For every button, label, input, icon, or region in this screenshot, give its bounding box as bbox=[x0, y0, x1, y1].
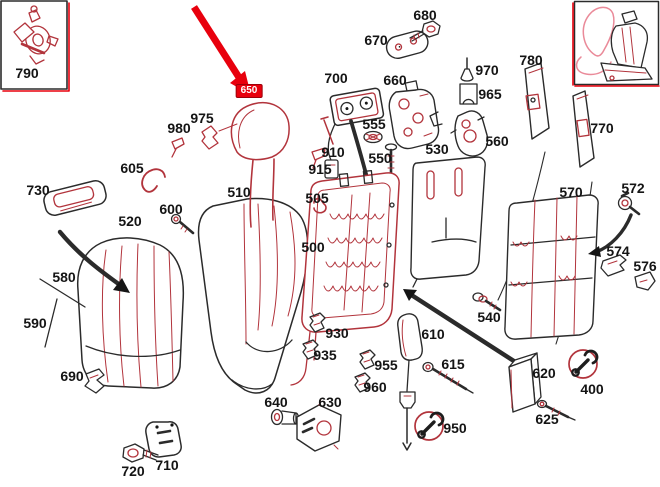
part-drawing-955[interactable] bbox=[359, 349, 376, 370]
part-label-620[interactable]: 620 bbox=[532, 365, 556, 381]
inset-part-790-box[interactable] bbox=[0, 0, 70, 92]
part-label-574[interactable]: 574 bbox=[606, 243, 630, 259]
part-label-670[interactable]: 670 bbox=[364, 32, 388, 48]
part-label-560[interactable]: 560 bbox=[485, 133, 509, 149]
part-drawing-505[interactable] bbox=[313, 197, 327, 214]
part-drawing-510[interactable] bbox=[197, 197, 309, 394]
part-drawing-965[interactable] bbox=[459, 83, 478, 105]
part-label-980[interactable]: 980 bbox=[167, 120, 191, 136]
part-drawing-970[interactable] bbox=[460, 57, 474, 82]
pointer-line-580 bbox=[39, 278, 86, 308]
part-label-915[interactable]: 915 bbox=[308, 161, 332, 177]
part-drawing-500-frame[interactable] bbox=[290, 169, 400, 386]
part-drawing-650-headrest[interactable] bbox=[230, 102, 290, 228]
part-label-640[interactable]: 640 bbox=[264, 394, 288, 410]
part-label-510[interactable]: 510 bbox=[227, 184, 251, 200]
part-label-520[interactable]: 520 bbox=[118, 213, 142, 229]
part-drawing-600[interactable] bbox=[170, 213, 195, 235]
part-label-935[interactable]: 935 bbox=[313, 347, 337, 363]
part-label-505[interactable]: 505 bbox=[305, 190, 329, 206]
part-drawing-520[interactable] bbox=[76, 237, 185, 389]
callout-arrow-570 bbox=[588, 213, 633, 257]
part-label-650[interactable]: 650 bbox=[235, 84, 263, 98]
part-drawing-555[interactable] bbox=[363, 130, 383, 144]
part-drawing-770[interactable] bbox=[572, 90, 595, 168]
part-label-910[interactable]: 910 bbox=[321, 144, 345, 160]
part-label-950[interactable]: 950 bbox=[443, 420, 467, 436]
part-label-610[interactable]: 610 bbox=[421, 326, 445, 342]
part-label-500[interactable]: 500 bbox=[301, 239, 325, 255]
part-label-550[interactable]: 550 bbox=[368, 150, 392, 166]
part-label-576[interactable]: 576 bbox=[633, 258, 657, 274]
wrench-icon-950[interactable] bbox=[413, 410, 445, 442]
part-label-660[interactable]: 660 bbox=[383, 72, 407, 88]
part-label-605[interactable]: 605 bbox=[120, 160, 144, 176]
part-label-625[interactable]: 625 bbox=[535, 411, 559, 427]
red-callout-arrow bbox=[191, 5, 251, 95]
seat-overview-thumbnail bbox=[575, 6, 653, 82]
part-drawing-700[interactable] bbox=[324, 87, 385, 179]
part-label-710[interactable]: 710 bbox=[155, 457, 179, 473]
part-label-400[interactable]: 400 bbox=[580, 381, 604, 397]
part-label-590[interactable]: 590 bbox=[23, 315, 47, 331]
part-label-960[interactable]: 960 bbox=[363, 379, 387, 395]
part-label-690[interactable]: 690 bbox=[60, 368, 84, 384]
part-label-555[interactable]: 555 bbox=[362, 116, 386, 132]
pointer-line-590 bbox=[44, 298, 58, 348]
part-drawing-915[interactable] bbox=[311, 147, 326, 169]
part-drawing-910[interactable] bbox=[320, 116, 334, 145]
callout-arrow-730 bbox=[57, 229, 130, 293]
part-drawing-574[interactable] bbox=[600, 254, 627, 277]
part-drawing-540[interactable] bbox=[472, 292, 502, 312]
part-drawing-610[interactable] bbox=[397, 313, 423, 451]
part-label-630[interactable]: 630 bbox=[318, 394, 342, 410]
part-label-930[interactable]: 930 bbox=[325, 325, 349, 341]
part-label-580[interactable]: 580 bbox=[52, 269, 76, 285]
seat-overview-inset[interactable] bbox=[572, 0, 660, 87]
part-drawing-720[interactable] bbox=[122, 443, 159, 463]
seat-fitting-icon bbox=[13, 5, 59, 65]
part-label-975[interactable]: 975 bbox=[190, 110, 214, 126]
part-label-530[interactable]: 530 bbox=[425, 141, 449, 157]
part-label-730[interactable]: 730 bbox=[26, 182, 50, 198]
part-drawing-530[interactable] bbox=[410, 156, 486, 288]
part-label-570[interactable]: 570 bbox=[559, 184, 583, 200]
part-label-540[interactable]: 540 bbox=[477, 309, 501, 325]
part-drawing-680[interactable] bbox=[409, 20, 441, 42]
part-drawing-620[interactable] bbox=[508, 352, 542, 413]
part-drawing-690[interactable] bbox=[84, 368, 105, 394]
part-drawing-710[interactable] bbox=[145, 421, 182, 458]
part-drawing-605[interactable] bbox=[141, 168, 166, 193]
part-label-780[interactable]: 780 bbox=[519, 52, 543, 68]
part-label-965[interactable]: 965 bbox=[478, 86, 502, 102]
part-drawing-576[interactable] bbox=[634, 271, 656, 291]
part-label-700[interactable]: 700 bbox=[324, 70, 348, 86]
part-drawing-625[interactable] bbox=[536, 399, 576, 421]
callout-arrow-frame-side bbox=[403, 289, 520, 366]
part-label-720[interactable]: 720 bbox=[121, 463, 145, 479]
part-drawing-975[interactable] bbox=[201, 123, 238, 150]
part-drawing-560[interactable] bbox=[450, 110, 489, 157]
part-label-680[interactable]: 680 bbox=[413, 7, 437, 23]
wrench-icon-400[interactable] bbox=[567, 348, 599, 380]
part-label-600[interactable]: 600 bbox=[159, 201, 183, 217]
part-drawing-660[interactable] bbox=[388, 80, 443, 150]
part-label-572[interactable]: 572 bbox=[621, 180, 645, 196]
part-label-955[interactable]: 955 bbox=[374, 357, 398, 373]
part-label-970[interactable]: 970 bbox=[475, 62, 499, 78]
part-drawing-780[interactable] bbox=[524, 62, 550, 140]
part-drawing-570[interactable] bbox=[497, 151, 599, 345]
part-drawing-572[interactable] bbox=[617, 191, 641, 216]
part-drawing-630[interactable] bbox=[296, 398, 342, 452]
part-drawing-730[interactable] bbox=[42, 179, 108, 217]
part-label-790[interactable]: 790 bbox=[15, 65, 39, 81]
part-label-615[interactable]: 615 bbox=[441, 356, 465, 372]
part-label-770[interactable]: 770 bbox=[590, 120, 614, 136]
part-drawing-615[interactable] bbox=[422, 361, 474, 394]
part-drawing-640[interactable] bbox=[270, 408, 300, 426]
part-drawing-980[interactable] bbox=[171, 137, 185, 158]
